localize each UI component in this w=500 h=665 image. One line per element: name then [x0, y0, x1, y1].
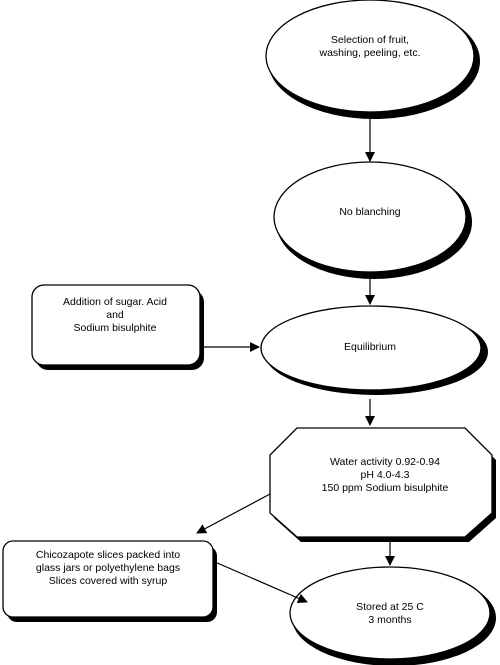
no-blanching-node: [273, 161, 467, 273]
water-activity-label-line-1: Water activity 0.92-0.94: [330, 456, 440, 468]
no-blanching-label: No blanching: [310, 206, 430, 219]
selection-label-line-1: Selection of fruit,: [330, 34, 410, 46]
equilibrium-label-line-1: Equilibrium: [344, 341, 396, 353]
addition-label-line-1: Addition of sugar. Acid: [63, 296, 167, 308]
arrow-packed-to-stored: [214, 561, 308, 603]
water-activity-node: [269, 427, 493, 538]
packed-label-line-1: Chicozapote slices packed into: [35, 549, 181, 561]
stored-label-line-1: Stored at 25 C: [356, 601, 424, 613]
packed-label: Chicozapote slices packed into glass jar…: [18, 549, 198, 588]
stored-node: [289, 566, 491, 660]
water-activity-label: Water activity 0.92-0.94 pH 4.0-4.3 150 …: [310, 456, 460, 495]
equilibrium-label: Equilibrium: [300, 341, 440, 354]
selection-label: Selection of fruit, washing, peeling, et…: [300, 34, 440, 60]
water-activity-label-line-3: 150 ppm Sodium bisulphite: [321, 482, 449, 494]
packed-label-line-3: Slices covered with syrup: [48, 575, 168, 587]
addition-node: [31, 284, 201, 366]
addition-label-line-2: and: [106, 309, 124, 321]
no-blanching-label-line-1: No blanching: [339, 206, 401, 218]
packed-node: [2, 540, 214, 618]
arrow-water-activity-to-packed: [196, 493, 271, 534]
stored-label: Stored at 25 C 3 months: [340, 601, 440, 627]
packed-label-line-2: glass jars or polyethylene bags: [35, 562, 181, 574]
stored-label-line-2: 3 months: [368, 614, 412, 626]
addition-label: Addition of sugar. Acid and Sodium bisul…: [40, 296, 190, 335]
water-activity-label-line-2: pH 4.0-4.3: [360, 469, 410, 481]
addition-label-line-3: Sodium bisulphite: [73, 322, 157, 334]
selection-label-line-2: washing, peeling, etc.: [319, 47, 421, 59]
selection-node: [265, 0, 475, 113]
equilibrium-node: [260, 305, 482, 391]
